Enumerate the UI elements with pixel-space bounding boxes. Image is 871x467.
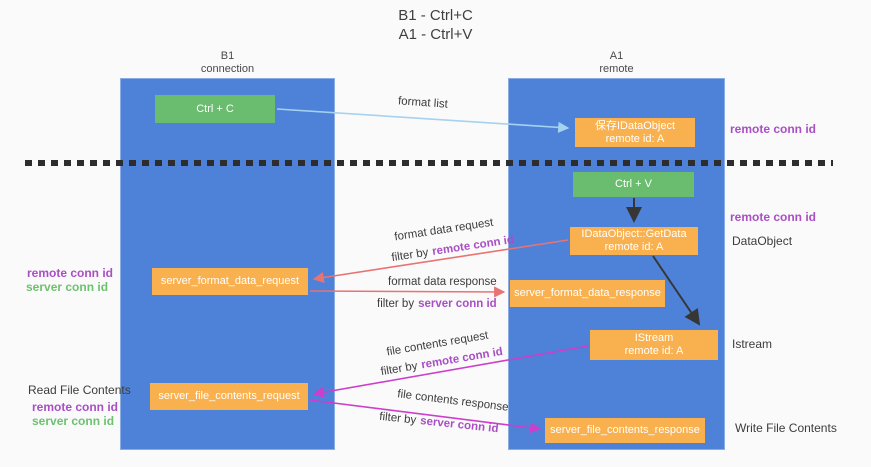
- node-istream-line1: IStream: [634, 332, 674, 344]
- annotation-remote-conn-id-left-2: remote conn id: [32, 400, 119, 414]
- annotation-server-conn-id-left-1: server conn id: [26, 280, 109, 294]
- node-server-file-contents-response-label: server_file_contents_response: [550, 424, 700, 436]
- node-server-file-contents-request: server_file_contents_request: [150, 383, 308, 410]
- node-idataobject-getdata: IDataObject::GetData remote id: A: [570, 227, 698, 255]
- filter-by-text: filter by: [377, 298, 415, 310]
- filter-by-text: filter by: [378, 410, 417, 427]
- annotation-read-file-contents: Read File Contents: [28, 383, 131, 397]
- node-ctrl-c-label: Ctrl + C: [196, 102, 234, 115]
- node-save-idataobject: 保存IDataObject remote id: A: [575, 118, 695, 147]
- node-server-file-contents-request-label: server_file_contents_request: [158, 390, 300, 402]
- lifeline-a1-role: remote: [599, 63, 634, 75]
- edge-label-format-data-response: format data response: [388, 276, 497, 288]
- filter-by-text: filter by: [379, 360, 419, 379]
- annotation-write-file-contents: Write File Contents: [735, 421, 837, 435]
- node-server-format-data-request-label: server_format_data_request: [160, 275, 300, 287]
- annotation-istream: Istream: [732, 337, 773, 351]
- edge-label-file-contents-response: file contents response: [396, 388, 510, 414]
- title-line-2: A1 - Ctrl+V: [398, 26, 473, 43]
- node-save-idataobject-line2: remote id: A: [605, 132, 665, 145]
- lifeline-header-b1: B1 connection: [120, 50, 335, 76]
- phase-divider-dashed-line: [25, 160, 833, 166]
- node-server-format-data-response: server_format_data_response: [510, 280, 665, 307]
- remote-conn-id-text: remote conn id: [431, 233, 515, 258]
- node-server-file-contents-response: server_file_contents_response: [545, 418, 705, 443]
- server-conn-id-text: server conn id: [418, 298, 497, 310]
- annotation-dataobject: DataObject: [732, 234, 793, 248]
- node-ctrl-c: Ctrl + C: [155, 95, 275, 123]
- node-server-format-data-request: server_format_data_request: [152, 268, 308, 295]
- node-istream-line2: remote id: A: [624, 345, 684, 357]
- filter-by-text: filter by: [390, 246, 430, 265]
- node-ctrl-v: Ctrl + V: [573, 172, 694, 197]
- node-ctrl-v-label: Ctrl + V: [615, 178, 652, 190]
- node-idataobject-getdata-line1: IDataObject::GetData: [581, 228, 687, 240]
- lifeline-a1-name: A1: [609, 50, 624, 62]
- node-save-idataobject-line1: 保存IDataObject: [594, 119, 676, 132]
- node-server-format-data-response-label: server_format_data_response: [514, 287, 661, 299]
- annotation-server-conn-id-left-2: server conn id: [32, 414, 115, 428]
- server-conn-id-text: server conn id: [419, 415, 500, 436]
- arrow-format-data-response: [309, 286, 506, 298]
- diagram-title: B1 - Ctrl+C A1 - Ctrl+V: [0, 6, 871, 44]
- annotation-remote-conn-id-right-top: remote conn id: [730, 122, 817, 136]
- node-istream: IStream remote id: A: [590, 330, 718, 360]
- lifeline-b1-role: connection: [200, 63, 255, 75]
- lifeline-header-a1: A1 remote: [508, 50, 725, 76]
- title-line-1: B1 - Ctrl+C: [398, 7, 473, 24]
- annotation-remote-conn-id-left-1: remote conn id: [27, 266, 114, 280]
- node-idataobject-getdata-line2: remote id: A: [604, 241, 664, 253]
- lifeline-b1-name: B1: [220, 50, 235, 62]
- edge-label-format-list: format list: [397, 95, 449, 111]
- annotation-remote-conn-id-right-mid: remote conn id: [730, 210, 817, 224]
